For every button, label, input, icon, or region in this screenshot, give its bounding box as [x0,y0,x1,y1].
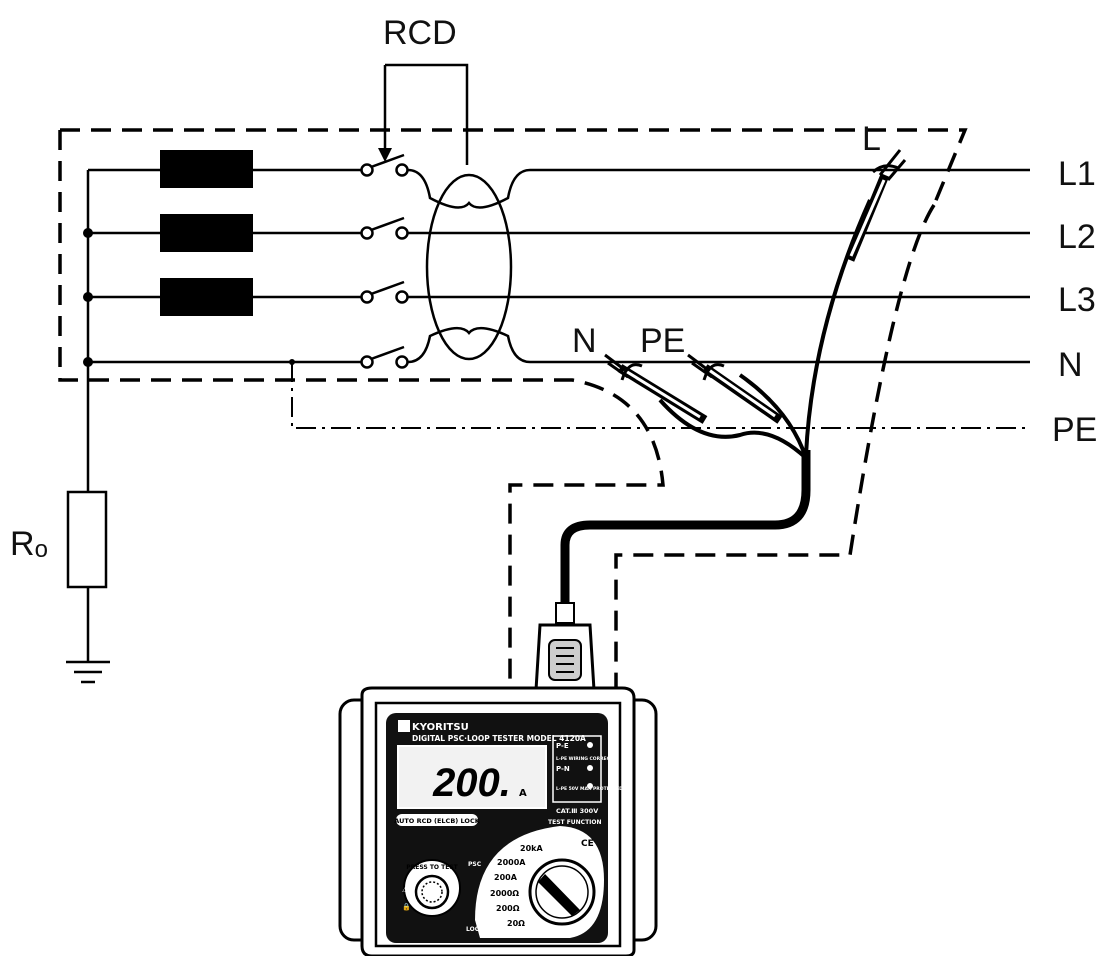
lock-label: AUTO RCD (ELCB) LOCK [394,817,480,825]
enclosure-boundary-right [614,204,936,690]
range-2000ohm: 2000Ω [490,889,519,898]
line-label-pe: PE [1052,411,1097,449]
rcd-bracket [385,63,469,165]
enclosure-boundary-left [58,130,665,690]
line-label-n: N [1058,346,1083,384]
loop-label: LOOP [466,926,485,933]
range-200ohm: 200Ω [496,904,520,913]
range-2000a: 2000A [497,858,526,867]
lcd-unit: A [519,788,527,799]
test-lead-l [804,199,872,456]
lead-connector-plug [534,602,596,692]
range-20ka: 20kA [520,844,543,853]
probe-pe-clip-icon [687,353,783,424]
indicator-note1: L-PE WIRING CORRECT [556,756,614,762]
switch-l2 [360,216,409,240]
switch-l3 [360,280,409,304]
line-label-l1: L1 [1058,155,1096,193]
switch-l1 [360,153,409,177]
indicator-pn-lamp [587,765,593,771]
line-label-l3: L3 [1058,281,1096,319]
test-lead-main [560,450,811,612]
rcd-arrow-head [378,148,392,162]
probe-label-n: N [572,322,597,360]
cat-rating: CAT.Ⅲ 300V [556,807,598,815]
indicator-pe-lamp [587,742,593,748]
range-200a: 200A [494,873,518,882]
earth-ground-icon [66,660,110,684]
resistor-label: Ro [10,525,48,563]
switch-n [360,345,409,369]
test-button[interactable] [414,874,450,910]
indicator-warning-lamp [587,783,593,789]
lcd-display [397,745,547,809]
press-to-test-label: PRESS TO TEST [406,864,458,871]
test-lead-pe [738,373,808,459]
lcd-reading: 200. [432,761,511,805]
probe-label-l: L [862,120,881,158]
indicator-panel [552,735,602,803]
knob-pointer [538,874,580,916]
warning-icon: ⚠ [402,886,409,894]
lock-badge [396,814,478,826]
brand-logo [398,720,410,732]
test-function-label: TEST FUNCTION [548,819,602,826]
ce-mark: CE [581,839,594,849]
indicator-pn-label: P-N [556,765,570,773]
earth-resistor [66,490,108,589]
probe-n-clip-icon [604,353,708,424]
range-20ohm: 20Ω [507,919,525,928]
indicator-pe-label: P-E [556,742,569,750]
probe-label-pe: PE [640,322,685,360]
indicator-note2: L-PE 50V MAX PROTECTED [556,786,623,792]
wire-n-out [407,327,1030,364]
model-name: DIGITAL PSC·LOOP TESTER MODEL 4120A [412,734,586,743]
rcd-label: RCD [383,14,457,52]
wire-l1-out [407,168,1030,209]
lock-icon: 🔒 [402,903,411,911]
psc-label: PSC [468,861,482,868]
brand-name: KYORITSU [412,722,469,733]
probe-l-clip-icon [845,149,907,262]
loop-tester-device: KYORITSU DIGITAL PSC·LOOP TESTER MODEL 4… [338,686,658,956]
test-lead-n [658,398,808,460]
line-label-l2: L2 [1058,218,1096,256]
rcd-toroid [425,173,513,361]
enclosure-boundary-top [60,128,968,206]
